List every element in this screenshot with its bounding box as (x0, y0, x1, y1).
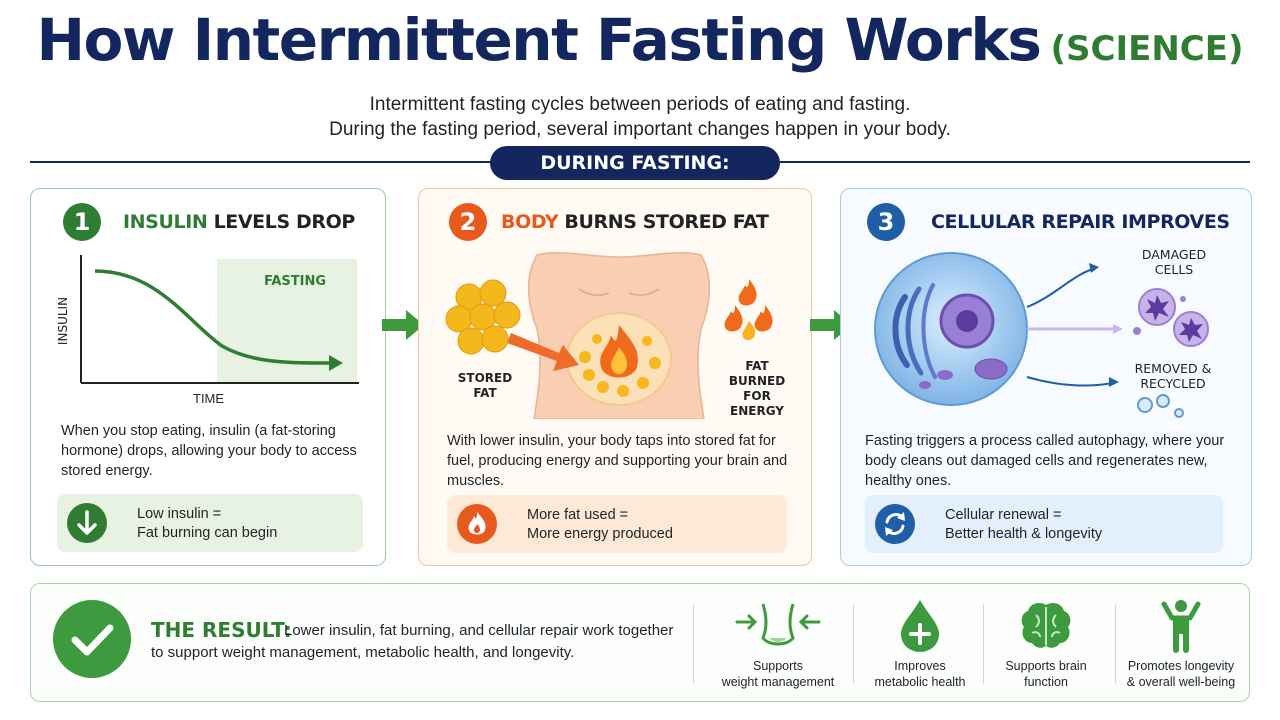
chart-x-label: TIME (193, 391, 225, 406)
fat-burned-label-1: FAT (745, 359, 769, 373)
card-fat-summary: More fat used = More energy produced (447, 495, 787, 553)
benefit-longevity-label: Promotes longevity & overall well-being (1115, 658, 1247, 690)
benefit-metabolic-line-1: Improves (894, 659, 946, 673)
result-panel: THE RESULT: Lower insulin, fat burning, … (30, 583, 1250, 702)
summary-line-1: More fat used = (527, 507, 629, 523)
drop-plus-icon (855, 598, 985, 654)
benefit-weight-label: Supports weight management (713, 658, 843, 690)
benefit-weight-line-2: weight management (721, 675, 835, 689)
benefit-longevity-line-2: & overall well-being (1126, 675, 1236, 689)
insulin-curve (94, 269, 333, 365)
benefit-weight: Supports weight management (713, 598, 843, 690)
benefit-metabolic: Improves metabolic health (855, 598, 985, 690)
fasting-zone-label: FASTING (264, 274, 326, 289)
card-cellular-repair: 3 CELLULAR REPAIR IMPROVES (840, 188, 1252, 566)
fat-burned-label: FAT BURNED FOR ENERGY (721, 359, 793, 419)
damaged-cells-label-1: DAMAGED (1141, 247, 1207, 262)
benefit-brain-line-2: function (1024, 675, 1068, 689)
card-insulin-title-accent: INSULIN (123, 211, 208, 233)
stored-fat-label: STORED FAT (447, 371, 523, 401)
damaged-cells (1133, 288, 1209, 347)
person-icon (1115, 598, 1247, 654)
recycled-bubbles (1137, 394, 1184, 418)
fat-burned-label-2: BURNED (728, 374, 786, 388)
page-title-tag: (SCIENCE) (1050, 29, 1244, 69)
card-repair-summary: Cellular renewal = Better health & longe… (865, 495, 1223, 553)
subtitle-line-1: Intermittent fasting cycles between peri… (369, 94, 911, 115)
card-fat-burning: 2 BODY BURNS STORED FAT (418, 188, 812, 566)
fat-burned-label-4: ENERGY (730, 404, 784, 418)
recycle-icon (875, 504, 915, 544)
card-insulin-summary-text: Low insulin = Fat burning can begin (137, 505, 277, 543)
removed-label-2: RECYCLED (1140, 376, 1206, 391)
card-fat-title: BODY BURNS STORED FAT (501, 211, 769, 233)
fat-burned-label-3: FOR (743, 389, 771, 403)
result-text-line-2: to support weight management, metabolic … (151, 644, 575, 661)
card-fat-title-rest: BURNS STORED FAT (558, 211, 769, 233)
brain-icon (981, 598, 1111, 654)
stored-fat-label-1: STORED (457, 371, 513, 385)
card-fat-summary-text: More fat used = More energy produced (527, 506, 673, 544)
flow-arrow-1-icon (382, 310, 424, 340)
card-repair-summary-text: Cellular renewal = Better health & longe… (945, 506, 1102, 544)
chart-y-label: INSULIN (56, 297, 70, 345)
result-divider-1 (693, 604, 694, 684)
summary-line-2: More energy produced (527, 526, 673, 542)
insulin-chart: FASTING INSULIN (56, 255, 359, 384)
page-title-text: How Intermittent Fasting Works (36, 6, 1042, 74)
card-repair-description: Fasting triggers a process called autoph… (865, 433, 1225, 489)
waist-icon (713, 598, 843, 654)
benefit-brain-line-1: Supports brain (1005, 659, 1087, 673)
torso-illustration (445, 252, 773, 419)
summary-line-1: Cellular renewal = (945, 507, 1062, 523)
benefit-weight-line-1: Supports (752, 659, 804, 673)
summary-line-2: Fat burning can begin (137, 525, 278, 541)
card-fat-title-accent: BODY (501, 211, 559, 233)
damaged-cells-label-2: CELLS (1154, 262, 1194, 277)
stored-fat-label-2: FAT (473, 386, 497, 400)
page-subtitle: Intermittent fasting cycles between peri… (0, 92, 1280, 142)
result-divider-4 (1115, 604, 1116, 684)
section-label: DURING FASTING: (490, 146, 780, 180)
removed-recycled-label: REMOVED & RECYCLED (1123, 361, 1223, 391)
card-insulin: 1 INSULIN LEVELS DROP FASTING INSULIN TI… (30, 188, 386, 566)
result-divider-2 (853, 604, 854, 684)
card-repair-title-rest: REPAIR IMPROVES (1035, 211, 1230, 233)
damaged-cells-label: DAMAGED CELLS (1129, 247, 1219, 277)
result-divider-3 (983, 604, 984, 684)
step-number-1: 1 (63, 203, 101, 241)
card-repair-title-accent: CELLULAR (931, 211, 1036, 233)
card-fat-description: With lower insulin, your body taps into … (447, 433, 788, 489)
benefit-longevity-line-1: Promotes longevity (1127, 659, 1235, 673)
result-title: THE RESULT: (151, 618, 292, 642)
step-number-2: 2 (449, 203, 487, 241)
removed-label-1: REMOVED & (1134, 361, 1212, 376)
card-insulin-summary: Low insulin = Fat burning can begin (57, 494, 363, 552)
energy-flames (724, 279, 773, 340)
summary-line-2: Better health & longevity (945, 526, 1103, 542)
checkmark-icon (53, 600, 131, 678)
summary-line-1: Low insulin = (137, 506, 222, 522)
stored-fat-cluster (445, 279, 521, 355)
card-insulin-description: When you stop eating, insulin (a fat-sto… (61, 423, 357, 479)
page-title: How Intermittent Fasting Works(SCIENCE) (0, 6, 1280, 74)
result-text-line-1: Lower insulin, fat burning, and cellular… (284, 622, 674, 639)
card-insulin-title-rest: LEVELS DROP (207, 211, 356, 233)
card-insulin-title: INSULIN LEVELS DROP (123, 211, 355, 233)
insulin-curve-arrowhead (329, 355, 343, 371)
benefit-metabolic-line-2: metabolic health (874, 675, 966, 689)
cell-illustration (874, 252, 1209, 418)
down-arrow-icon (67, 503, 107, 543)
flame-icon (457, 504, 497, 544)
card-repair-title: CELLULAR REPAIR IMPROVES (931, 211, 1230, 233)
subtitle-line-2: During the fasting period, several impor… (329, 119, 951, 140)
step-number-3: 3 (867, 203, 905, 241)
benefit-brain-label: Supports brain function (981, 658, 1111, 690)
benefit-longevity: Promotes longevity & overall well-being (1115, 598, 1247, 690)
benefit-metabolic-label: Improves metabolic health (855, 658, 985, 690)
benefit-brain: Supports brain function (981, 598, 1111, 690)
